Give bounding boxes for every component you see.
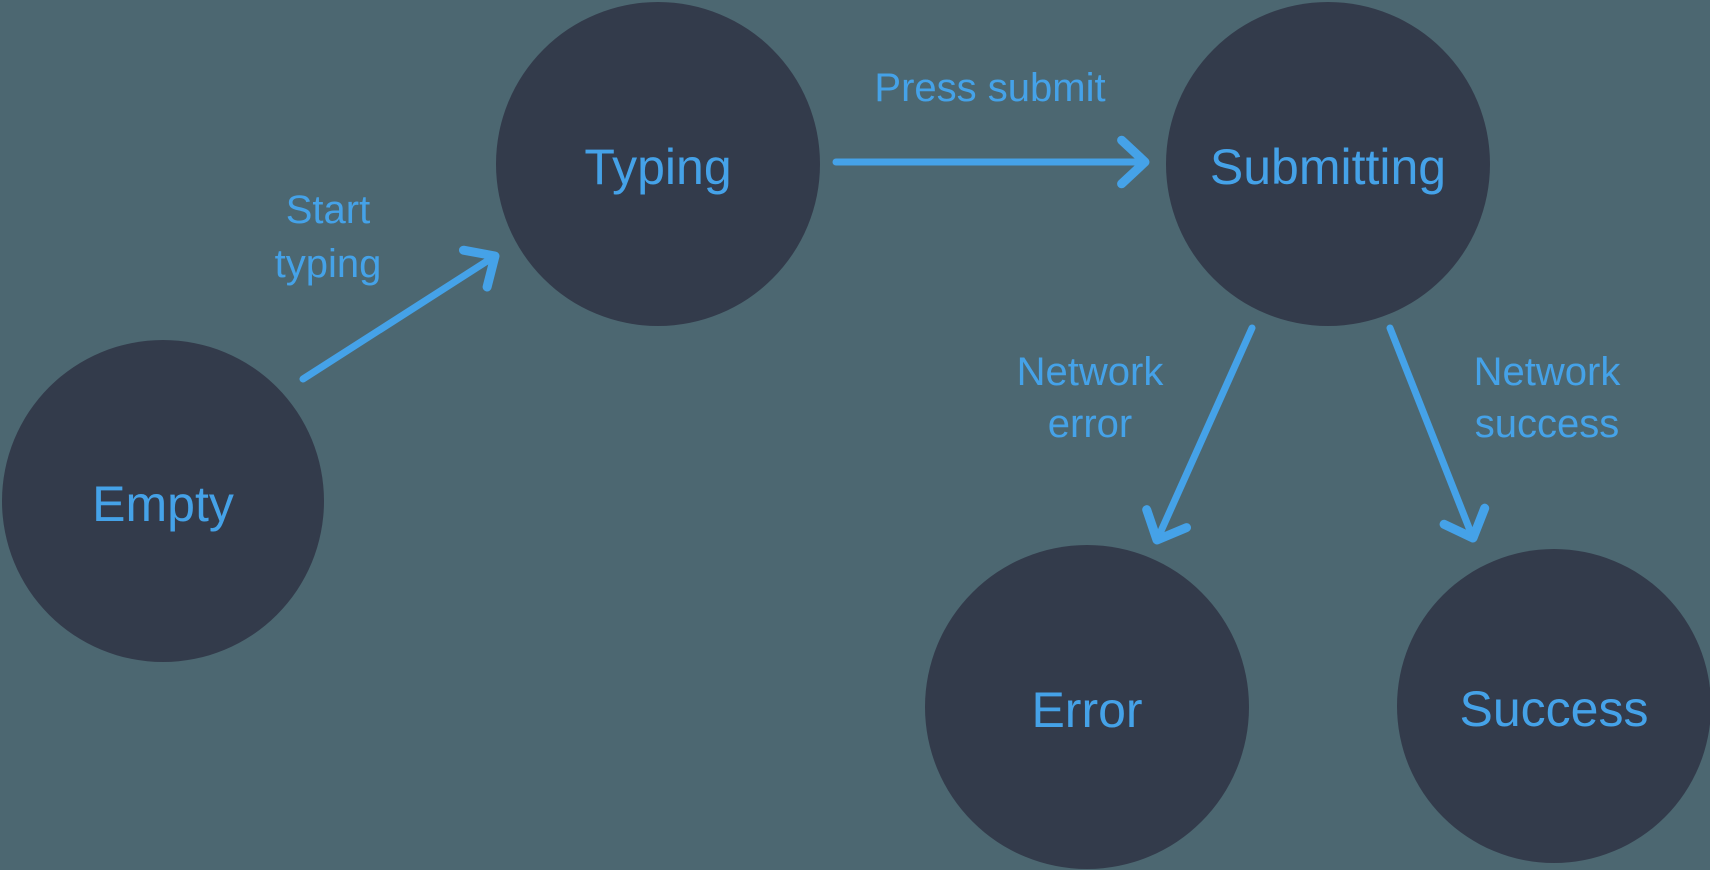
state-empty: Empty [2, 340, 324, 662]
state-node-error [925, 545, 1249, 869]
transition-arrow-shaft-start-typing [299, 255, 495, 383]
transition-label-network-success-line-2: success [1475, 402, 1620, 446]
transition-arrowhead-network-success [1439, 503, 1490, 543]
transition-label-start-typing-line-2: typing [275, 242, 382, 286]
state-node-submitting [1166, 2, 1490, 326]
transition-arrowhead-network-error [1142, 505, 1191, 545]
state-error: Error [925, 545, 1249, 869]
state-success: Success [1397, 549, 1710, 863]
state-node-success [1397, 549, 1710, 863]
transition-start-typing: Start typing [275, 188, 500, 383]
transition-label-network-error-line-1: Network [1017, 350, 1165, 394]
state-label-success: Success [1460, 681, 1649, 737]
transition-arrowhead-start-typing [459, 245, 500, 292]
transition-label-network-error-line-2: error [1048, 402, 1132, 446]
transition-press-submit: Press submit [832, 66, 1150, 189]
transition-network-error: Network error [1017, 324, 1256, 545]
state-node-typing [496, 2, 820, 326]
transition-arrowhead-press-submit [1117, 135, 1150, 189]
transition-label-start-typing-line-1: Start [286, 188, 370, 232]
state-node-empty [2, 340, 324, 662]
transition-label-network-success-line-1: Network [1474, 350, 1622, 394]
transition-network-success: Network success [1386, 324, 1622, 543]
state-label-error: Error [1031, 682, 1142, 738]
state-typing: Typing [496, 2, 820, 326]
state-label-empty: Empty [92, 476, 234, 532]
state-label-typing: Typing [584, 139, 731, 195]
transition-arrow-shaft-network-success [1386, 324, 1475, 537]
state-submitting: Submitting [1166, 2, 1490, 326]
transition-label-press-submit-line-1: Press submit [874, 66, 1105, 110]
state-label-submitting: Submitting [1210, 139, 1446, 195]
transition-arrow-shaft-network-error [1155, 324, 1256, 539]
